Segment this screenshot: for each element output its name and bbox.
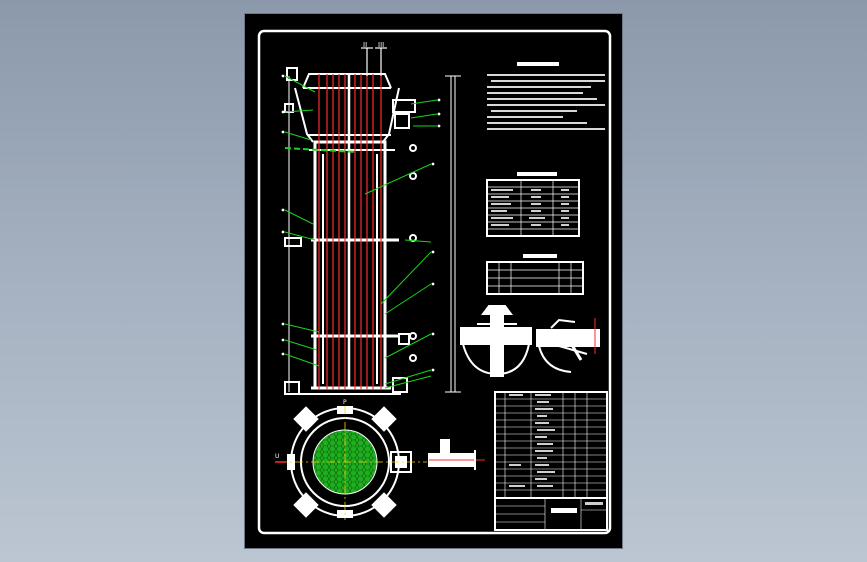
callout-markers xyxy=(281,74,441,372)
section-mark-ii: II xyxy=(363,41,367,49)
nozzle-table xyxy=(486,254,584,295)
drawing-frame xyxy=(257,29,612,535)
cut-marker-u: U xyxy=(275,453,279,460)
cad-drawing: II III xyxy=(257,29,612,535)
section-mark-iii: III xyxy=(378,41,384,49)
plan-view xyxy=(275,406,427,520)
cut-marker-p: P xyxy=(343,399,347,406)
nozzle-detail xyxy=(428,439,485,470)
drawing-sheet: II III xyxy=(244,13,623,549)
tube-lines xyxy=(318,74,382,390)
detail-view-left xyxy=(460,305,532,377)
title-block xyxy=(494,497,608,531)
callout-leaders xyxy=(284,75,438,389)
technical-notes xyxy=(487,62,605,130)
section-marks xyxy=(361,47,387,76)
parts-list xyxy=(494,391,608,499)
detail-view-right xyxy=(536,318,600,373)
technical-characteristics-table xyxy=(486,172,580,237)
